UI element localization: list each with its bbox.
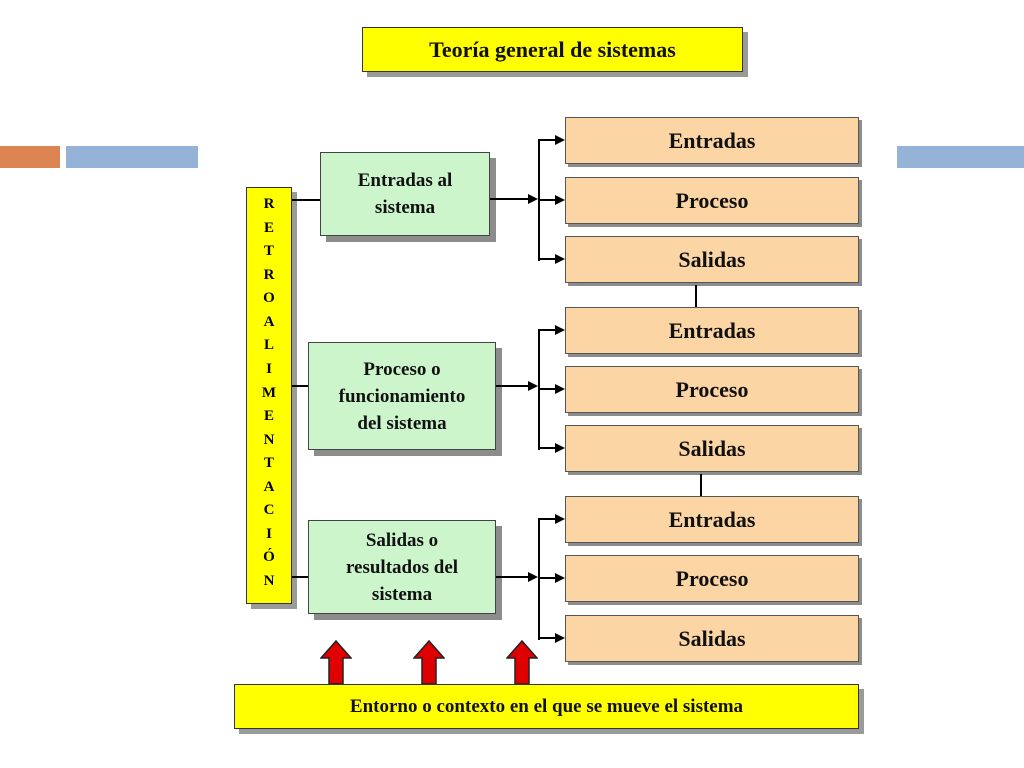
branch-arrowhead (555, 254, 565, 264)
stage-line: Entradas al (357, 170, 453, 191)
feedback-letter: I (266, 360, 272, 377)
step-box: Salidas (565, 236, 859, 283)
diagram-title: Teoría general de sistemas (362, 27, 743, 72)
step-box: Proceso (565, 177, 859, 224)
branch-arrowhead (555, 443, 565, 453)
feedback-letter: L (263, 337, 274, 354)
step-box: Entradas (565, 307, 859, 354)
stage-arrow-line (490, 198, 528, 200)
stage-box-inputs: Entradas al sistema (320, 152, 490, 236)
stage-line: del sistema (357, 412, 447, 434)
stage-box-process: Proceso o funcionamiento del sistema (308, 342, 496, 450)
branch-arrowhead (555, 135, 565, 145)
group-link-1-2 (695, 285, 697, 307)
group-link-2-3 (700, 474, 702, 496)
branch-arrow-line (538, 518, 555, 520)
feedback-letter: A (263, 313, 275, 330)
branch-arrowhead (555, 325, 565, 335)
connector-feedback-stage-2 (292, 385, 308, 387)
branch-arrowhead (555, 573, 565, 583)
environment-arrow-3 (506, 640, 538, 685)
stage-arrow-line (496, 576, 528, 578)
feedback-letter: M (261, 384, 277, 401)
branch-arrow-line (538, 447, 555, 449)
feedback-letter: R (263, 266, 275, 283)
feedback-letter: O (263, 290, 275, 307)
stage-arrowhead (528, 381, 538, 391)
connector-feedback-stage-1 (292, 199, 320, 201)
branch-arrowhead (555, 633, 565, 643)
feedback-letter: N (263, 573, 275, 589)
slide-accent-blue-right (897, 146, 1024, 168)
stage-arrowhead (528, 572, 538, 582)
environment-arrow-2 (413, 640, 445, 685)
slide-accent-orange (0, 146, 60, 168)
feedback-letter: R (263, 196, 275, 212)
branch-arrowhead (555, 195, 565, 205)
feedback-letter: N (263, 431, 275, 448)
stage-line: sistema (374, 197, 436, 218)
slide-accent-blue-left (66, 146, 198, 168)
environment-bar: Entorno o contexto en el que se mueve el… (234, 684, 859, 729)
stage-arrow-line (496, 385, 528, 387)
stage-line: Salidas o (365, 529, 439, 551)
branch-arrow-line (538, 388, 555, 390)
branch-arrow-line (538, 258, 555, 260)
step-box: Salidas (565, 425, 859, 472)
feedback-letter: C (263, 502, 275, 519)
branch-arrow-line (538, 577, 555, 579)
branch-spine (538, 519, 540, 640)
branch-arrow-line (538, 199, 555, 201)
branch-spine (538, 330, 540, 450)
connector-feedback-stage-3 (292, 576, 308, 578)
branch-arrow-line (538, 329, 555, 331)
feedback-letter: E (263, 408, 274, 425)
step-box: Entradas (565, 496, 859, 543)
stage-line: funcionamiento (338, 385, 466, 407)
stage-box-outputs: Salidas o resultados del sistema (308, 520, 496, 614)
stage-line: Proceso o (363, 358, 441, 380)
feedback-letter: E (263, 219, 274, 236)
branch-arrowhead (555, 384, 565, 394)
environment-arrow-1 (320, 640, 352, 685)
step-box: Salidas (565, 615, 859, 662)
step-box: Proceso (565, 366, 859, 413)
feedback-letter: A (263, 478, 275, 495)
step-box: Proceso (565, 555, 859, 602)
branch-arrow-line (538, 139, 555, 141)
feedback-letter: T (263, 455, 274, 472)
feedback-letter: T (263, 243, 274, 260)
step-box: Entradas (565, 117, 859, 164)
branch-arrowhead (555, 514, 565, 524)
feedback-letter: Ó (263, 549, 275, 566)
branch-arrow-line (538, 637, 555, 639)
feedback-letter: I (266, 525, 272, 542)
stage-line: sistema (371, 583, 433, 605)
stage-arrowhead (528, 194, 538, 204)
stage-line: resultados del (345, 556, 459, 578)
